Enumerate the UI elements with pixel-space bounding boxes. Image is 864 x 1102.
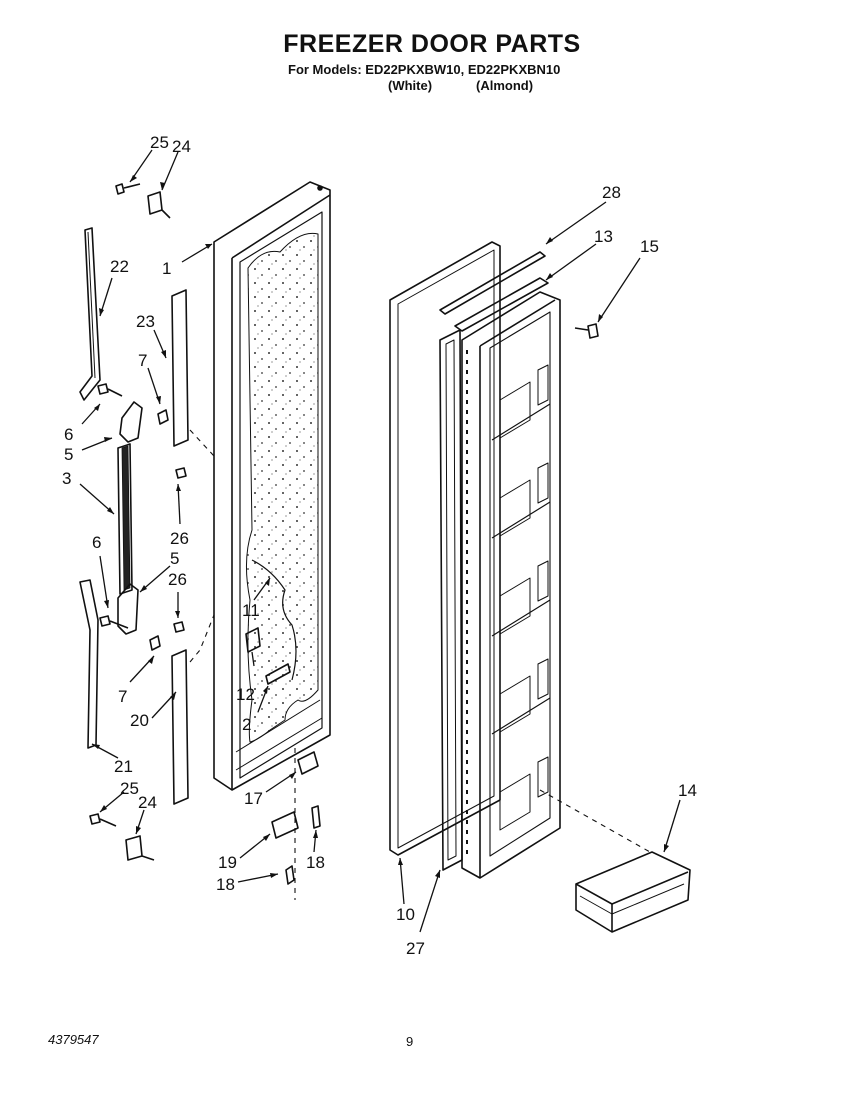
hinge-block-upper <box>147 191 171 219</box>
handle-trim-lower <box>79 579 99 749</box>
callout-26: 26 <box>170 529 189 548</box>
clip-lower <box>149 635 161 651</box>
handle-trim-upper <box>79 227 101 401</box>
callout-10: 10 <box>396 905 415 924</box>
callout-27: 27 <box>406 939 425 958</box>
callout-24: 24 <box>172 137 191 156</box>
callout-3: 3 <box>62 469 71 488</box>
variant-almond: (Almond) <box>476 78 534 93</box>
callout-1: 1 <box>162 259 171 278</box>
bracket-2 <box>265 663 291 685</box>
callout-2: 2 <box>242 715 251 734</box>
callout-20: 20 <box>130 711 149 730</box>
callout-25b: 25 <box>120 779 139 798</box>
bracket-12 <box>245 627 261 653</box>
handle <box>117 443 133 595</box>
models-line: For Models: ED22PKXBW10, ED22PKXBN10 <box>288 62 561 77</box>
callout-17: 17 <box>244 789 263 808</box>
callout-15: 15 <box>640 237 659 256</box>
callout-21: 21 <box>114 757 133 776</box>
callout-7: 7 <box>138 351 147 370</box>
hinge-cover-lower <box>171 649 189 805</box>
door-bin <box>575 851 691 933</box>
callout-7b: 7 <box>118 687 127 706</box>
callout-22: 22 <box>110 257 129 276</box>
door-liner <box>461 291 561 879</box>
screws <box>89 183 599 885</box>
hinge-19 <box>271 811 299 839</box>
callout-26b: 26 <box>168 570 187 589</box>
document-number: 4379547 <box>48 1032 99 1047</box>
page-number: 9 <box>406 1034 414 1049</box>
door-gasket <box>389 241 501 856</box>
gasket-channel-top <box>439 251 546 315</box>
page-title: FREEZER DOOR PARTS <box>283 30 581 58</box>
callout-18b: 18 <box>306 853 325 872</box>
callout-labels: 25 24 22 1 23 7 6 5 3 26 6 5 26 11 12 2 … <box>62 133 697 958</box>
callout-5b: 5 <box>170 549 179 568</box>
door-panel <box>213 181 331 791</box>
hinge-block-lower <box>125 835 155 861</box>
callout-6: 6 <box>64 425 73 444</box>
callout-6b: 6 <box>92 533 101 552</box>
breaker-strip <box>439 329 463 871</box>
callout-14: 14 <box>678 781 697 800</box>
arrow-heads <box>92 175 669 878</box>
liner-top-rail <box>454 277 549 332</box>
callout-24b: 24 <box>138 793 157 812</box>
callout-13: 13 <box>594 227 613 246</box>
end-cap-lower <box>117 583 139 635</box>
callout-28: 28 <box>602 183 621 202</box>
hinge-cover-upper <box>171 289 189 447</box>
callout-5: 5 <box>64 445 73 464</box>
callout-19: 19 <box>218 853 237 872</box>
callout-18: 18 <box>216 875 235 894</box>
callout-11: 11 <box>242 601 260 620</box>
callout-12: 12 <box>236 685 255 704</box>
callout-25: 25 <box>150 133 169 152</box>
variant-white: (White) <box>388 78 433 93</box>
assembly-lines <box>189 429 651 900</box>
clip-upper <box>157 409 169 425</box>
hinge-pin-17 <box>297 751 319 775</box>
callout-23: 23 <box>136 312 155 331</box>
end-cap-upper <box>119 401 143 443</box>
